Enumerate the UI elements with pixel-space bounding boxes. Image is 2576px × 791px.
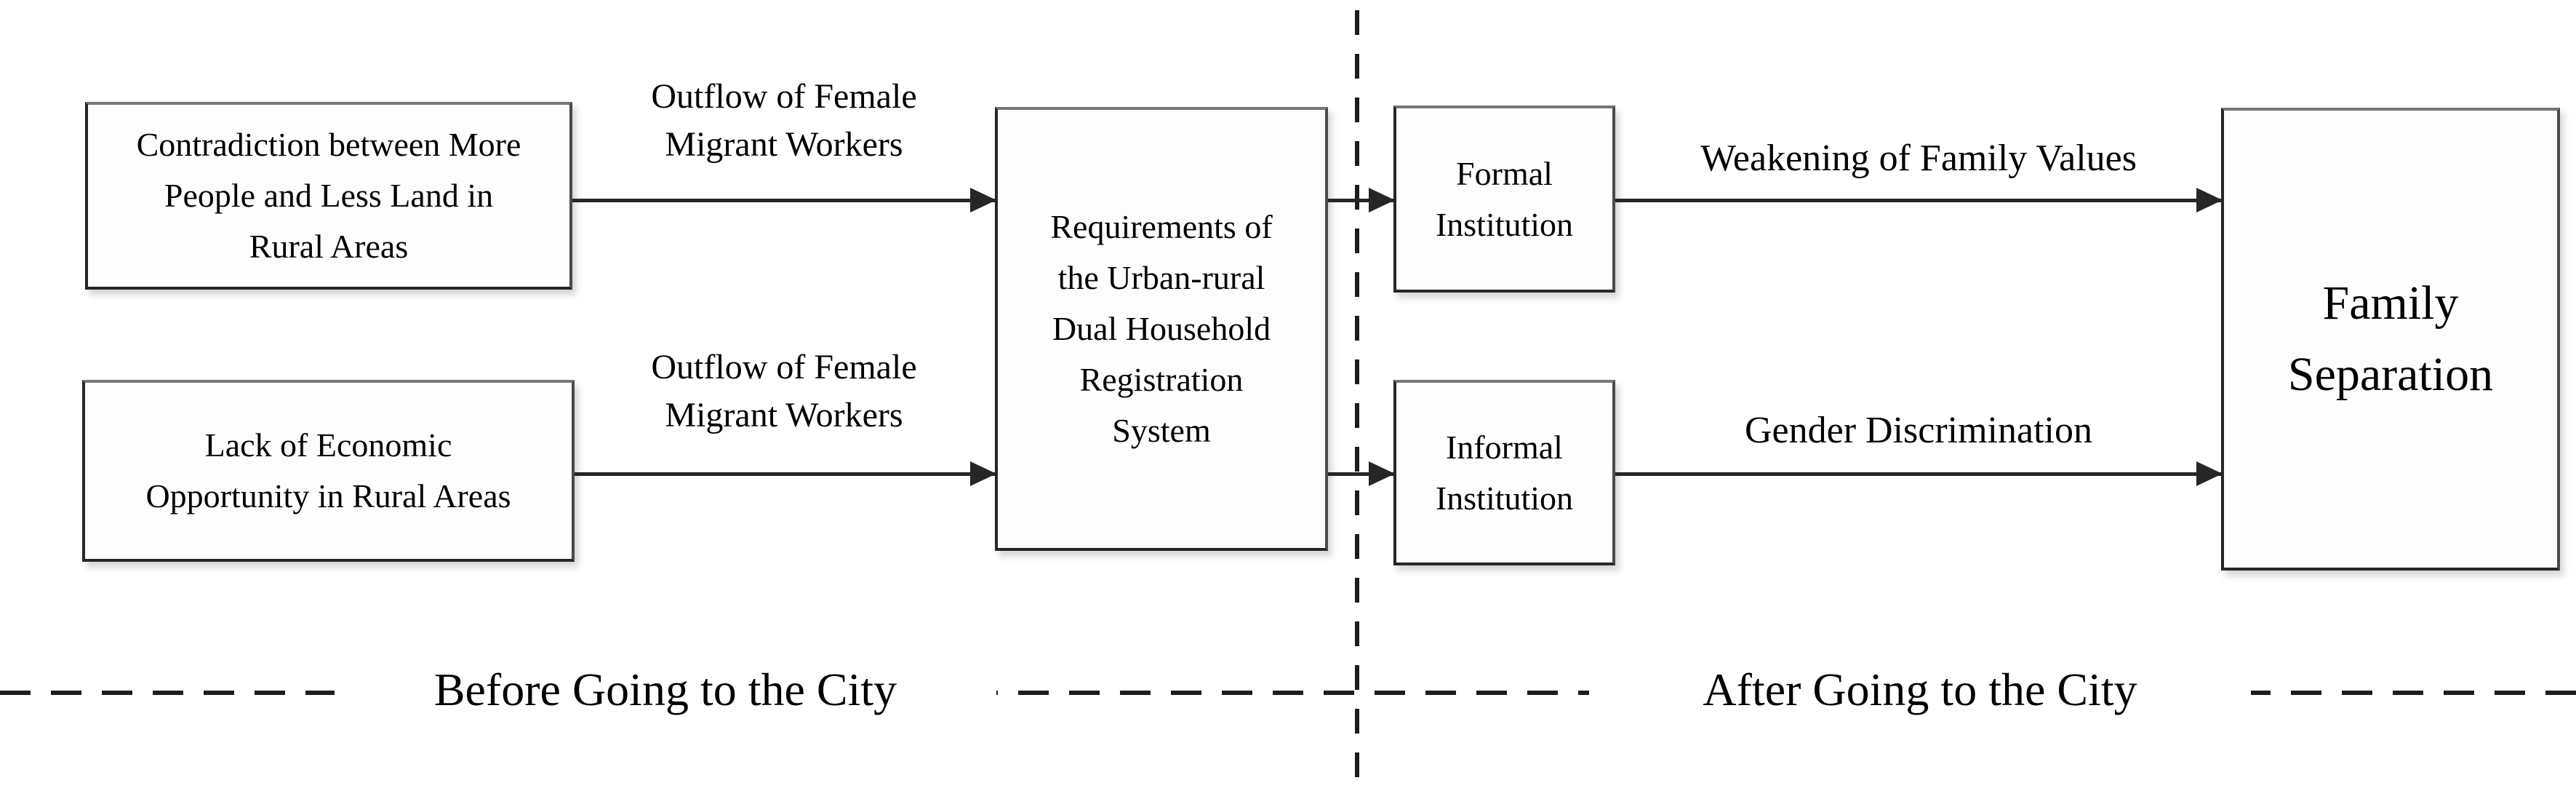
section-label-before-going-to-city: Before Going to the City bbox=[335, 656, 996, 723]
box-text-line: System bbox=[1112, 412, 1211, 449]
arrow-informal-to-family bbox=[1615, 461, 2223, 486]
arrow-requirements-to-formal bbox=[1327, 188, 1395, 212]
box-text-line: Contradiction between More bbox=[136, 126, 521, 163]
arrow-label-line: Migrant Workers bbox=[665, 125, 903, 164]
box-contradiction-more-people-less-land: Contradiction between More People and Le… bbox=[85, 102, 572, 290]
box-formal-institution: Formal Institution bbox=[1393, 106, 1615, 293]
arrow-label-outflow-top: Outflow of Female Migrant Workers bbox=[566, 73, 1002, 169]
arrow-label-line: Migrant Workers bbox=[665, 396, 903, 434]
box-text-line: Formal bbox=[1456, 154, 1553, 192]
box-lack-of-economic-opportunity: Lack of Economic Opportunity in Rural Ar… bbox=[82, 380, 575, 562]
box-text-line: Dual Household bbox=[1052, 310, 1271, 347]
arrow-label-weakening-family-values: Weakening of Family Values bbox=[1700, 138, 2137, 179]
box-family-separation: Family Separation bbox=[2221, 108, 2560, 571]
arrow-contradiction-to-requirements bbox=[572, 188, 996, 212]
arrow-label-line: Outflow of Female bbox=[651, 77, 917, 116]
box-text-line: Institution bbox=[1435, 479, 1574, 517]
arrow-formal-to-family bbox=[1615, 188, 2223, 212]
arrow-lack-to-requirements bbox=[575, 461, 996, 486]
box-text-line: Lack of Economic bbox=[204, 426, 452, 464]
box-text-line: Family bbox=[2322, 277, 2459, 330]
section-label-after-going-to-city: After Going to the City bbox=[1589, 656, 2251, 723]
box-text-line: Registration bbox=[1079, 361, 1244, 398]
horizontal-dashed-timeline bbox=[0, 691, 2576, 695]
box-text-line: Rural Areas bbox=[249, 228, 409, 265]
arrow-requirements-to-informal bbox=[1327, 461, 1395, 486]
box-informal-institution: Informal Institution bbox=[1393, 380, 1615, 565]
box-text-line: Opportunity in Rural Areas bbox=[145, 477, 511, 514]
box-text-line: the Urban-rural bbox=[1057, 259, 1265, 296]
arrow-label-gender-discrimination: Gender Discrimination bbox=[1745, 410, 2092, 451]
arrow-label-outflow-bottom: Outflow of Female Migrant Workers bbox=[566, 343, 1002, 440]
box-text-line: Requirements of bbox=[1050, 208, 1273, 245]
box-text-line: Informal bbox=[1446, 428, 1563, 466]
box-text-line: People and Less Land in bbox=[164, 177, 494, 214]
arrow-label-line: Outflow of Female bbox=[651, 348, 917, 386]
vertical-dashed-divider bbox=[1355, 10, 1359, 777]
box-text-line: Separation bbox=[2287, 348, 2494, 401]
box-text-line: Institution bbox=[1435, 205, 1574, 243]
box-household-registration-system: Requirements of the Urban-rural Dual Hou… bbox=[995, 107, 1328, 551]
